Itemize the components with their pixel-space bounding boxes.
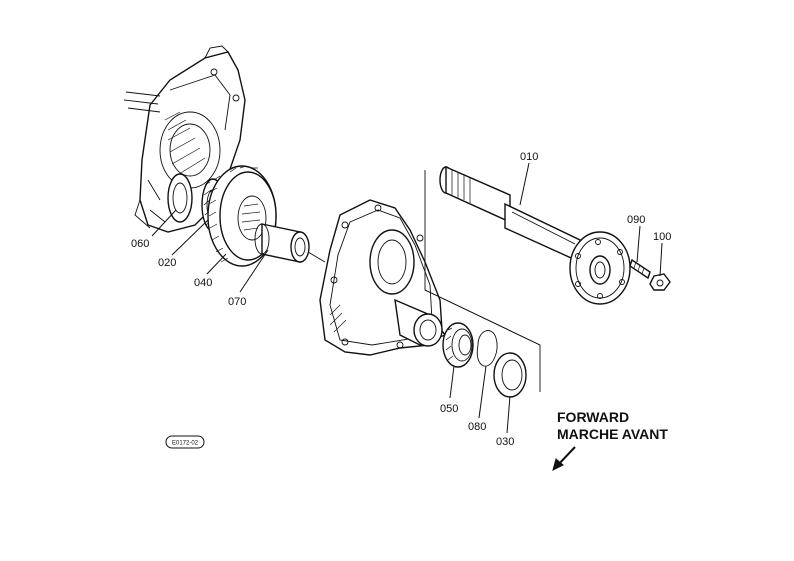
gearbox-cover — [319, 199, 447, 356]
bearing-050 — [442, 322, 474, 368]
bearing-060 — [167, 173, 193, 223]
part-label-060: 060 — [131, 238, 149, 250]
shaft-010 — [439, 165, 631, 305]
direction-label-marche-avant: MARCHE AVANT — [557, 426, 668, 442]
part-label-070: 070 — [228, 296, 246, 308]
stud-bolt-090 — [629, 258, 651, 280]
part-label-100: 100 — [653, 231, 671, 243]
part-label-010: 010 — [520, 151, 538, 163]
nut-100 — [649, 273, 671, 291]
part-label-040: 040 — [194, 277, 212, 289]
direction-label-forward: FORWARD — [557, 409, 629, 425]
oil-seal-030 — [493, 352, 527, 398]
snap-ring-080 — [476, 330, 498, 367]
leader-lines — [151, 162, 663, 434]
reference-code: E0172-02 — [172, 441, 199, 447]
part-label-090: 090 — [627, 214, 645, 226]
sleeve-070 — [254, 223, 326, 263]
assembly-bracket — [424, 170, 541, 392]
part-label-020: 020 — [158, 257, 176, 269]
part-label-050: 050 — [440, 403, 458, 415]
part-label-080: 080 — [468, 421, 486, 433]
reference-code-badge: E0172-02 — [165, 435, 205, 449]
forward-arrow-icon — [552, 446, 576, 471]
part-label-030: 030 — [496, 436, 514, 448]
